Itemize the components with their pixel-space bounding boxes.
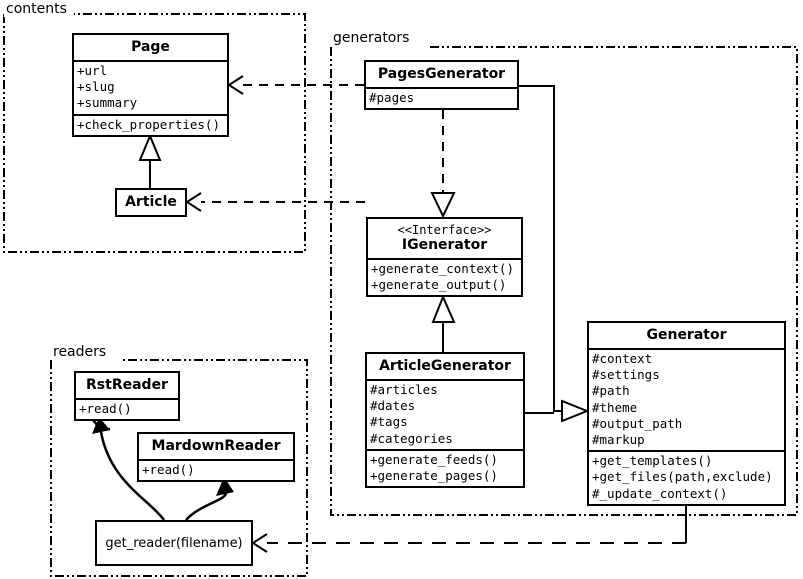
relation-articlegenerator-dependency-article [185,192,365,212]
method-row: +generate_context() [371,261,514,276]
relation-pagesgenerator-dependency-page [227,75,364,95]
attribute-row: #articles [370,382,438,397]
class-box-rstreader[interactable]: RstReader +read() [74,371,180,422]
function-label-get-reader: get_reader(filename) [105,535,243,551]
class-box-igenerator[interactable]: <<Interface>> IGenerator +generate_conte… [366,217,523,298]
class-title-page: Page [131,39,170,55]
attribute-row: #tags [370,414,408,430]
class-title-generator: Generator [646,327,727,343]
class-methods-page: +check_properties() [74,113,227,135]
package-label-generators: generators [331,30,412,46]
relation-generators-aggregation-generator [519,85,590,423]
class-title-igenerator: IGenerator [401,237,488,253]
attribute-row: #pages [369,90,415,105]
attribute-row: #theme [592,399,638,415]
class-stereotype-igenerator: <<Interface>> [397,223,492,237]
attribute-row: #categories [370,430,453,446]
method-row: +get_templates() [592,453,713,469]
method-row: +generate_feeds() [370,451,498,467]
class-box-article[interactable]: Article [115,188,187,217]
method-row: #_update_context() [592,485,728,501]
class-box-pagesgenerator[interactable]: PagesGenerator #pages [364,60,519,111]
attribute-row: #path [592,383,630,399]
class-methods-rstreader: +read() [76,398,178,419]
attribute-row: #dates [370,398,416,414]
class-box-articlegenerator[interactable]: ArticleGenerator #articles #dates #tags … [365,352,525,489]
attribute-row: +slug [77,79,115,95]
attribute-row: #context [592,351,653,366]
attribute-row: +url [77,63,108,78]
class-box-page[interactable]: Page +url +slug +summary +check_properti… [72,33,229,137]
class-methods-mardownreader: +read() [139,459,293,480]
method-row: +check_properties() [77,116,220,132]
method-row: +read() [79,401,132,416]
attribute-row: #settings [592,367,660,383]
attribute-row: #markup [592,432,645,448]
package-label-readers: readers [51,344,109,360]
class-box-generator[interactable]: Generator #context #settings #path #them… [587,321,786,506]
function-box-get-reader[interactable]: get_reader(filename) [95,520,253,566]
class-title-rstreader: RstReader [86,377,168,393]
class-methods-igenerator: +generate_context() +generate_output() [368,258,521,295]
method-row: +get_files(path,exclude) [592,469,773,485]
class-attributes-pagesgenerator: #pages [366,87,517,108]
class-methods-generator: +get_templates() +get_files(path,exclude… [589,450,784,504]
class-title-articlegenerator: ArticleGenerator [379,358,511,374]
class-methods-articlegenerator: +generate_feeds() +generate_pages() [367,448,523,486]
relation-generator-dependency-getreader [251,503,687,553]
class-title-article: Article [125,194,177,210]
relation-pagesgenerator-realization-igenerator [430,110,456,219]
relation-getreader-association-mardownreader [185,477,234,521]
relation-articlegenerator-realization-igenerator [431,294,456,352]
class-title-mardownreader: MardownReader [151,438,281,454]
class-attributes-page: +url +slug +summary [74,60,227,114]
method-row: +generate_pages() [370,468,498,484]
class-title-pagesgenerator: PagesGenerator [377,66,506,82]
attribute-row: #output_path [592,415,683,431]
attribute-row: +summary [77,95,138,111]
class-box-mardownreader[interactable]: MardownReader +read() [137,432,295,483]
method-row: +read() [142,462,195,477]
class-attributes-generator: #context #settings #path #theme #output_… [589,348,784,450]
package-label-contents: contents [4,1,69,17]
class-attributes-articlegenerator: #articles #dates #tags #categories [367,379,523,449]
relation-article-generalization-page [138,133,162,188]
method-row: +generate_output() [371,277,507,293]
